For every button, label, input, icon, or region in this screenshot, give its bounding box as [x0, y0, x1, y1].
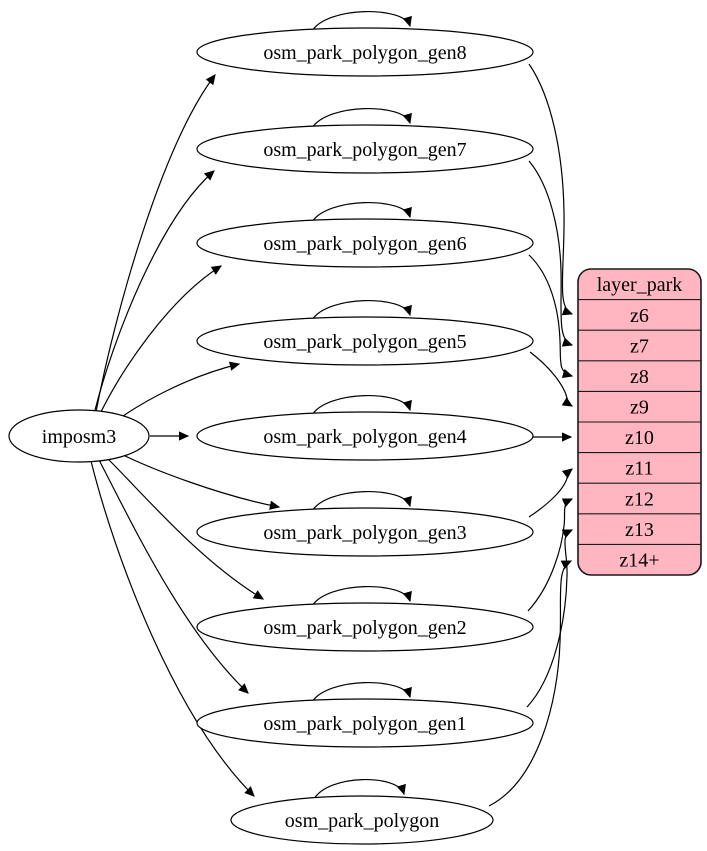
gen8-label: osm_park_polygon_gen8	[263, 42, 466, 64]
edge-gen3-z11	[528, 468, 573, 518]
edge-group	[90, 11, 574, 807]
gen6-ellipse	[196, 218, 534, 268]
row-z7: z7	[630, 336, 649, 358]
node-imposm3: imposm3	[8, 409, 150, 463]
node-osm-park-polygon: osm_park_polygon	[230, 795, 494, 845]
edge-gen3-self-loop	[311, 491, 412, 512]
gen2-label: osm_park_polygon_gen2	[263, 617, 466, 639]
edge-gen6-z8	[528, 254, 574, 379]
edge-imposm3-gen8	[95, 74, 216, 413]
edge-polygon-self-loop	[313, 778, 406, 800]
node-osm-park-polygon-gen7: osm_park_polygon_gen7	[196, 124, 534, 174]
gen1-label: osm_park_polygon_gen1	[263, 713, 466, 735]
row-z12: z12	[625, 489, 654, 511]
node-osm-park-polygon-gen4: osm_park_polygon_gen4	[196, 411, 534, 461]
gen7-ellipse	[196, 124, 534, 174]
imposm3-ellipse	[8, 409, 150, 463]
edge-imposm3-gen2	[103, 454, 265, 600]
edge-gen8-self-loop	[311, 11, 412, 32]
gen5-ellipse	[196, 316, 534, 366]
gen3-ellipse	[196, 507, 534, 557]
edge-gen8-z6	[528, 63, 574, 316]
node-osm-park-polygon-gen8: osm_park_polygon_gen8	[196, 27, 534, 77]
edge-gen6-self-loop	[311, 202, 412, 223]
polygon-ellipse	[230, 795, 494, 845]
edge-gen5-z9	[529, 351, 574, 407]
row-z10: z10	[625, 427, 654, 449]
row-z13: z13	[625, 519, 654, 541]
gen1-ellipse	[196, 698, 534, 748]
layer-park-title: layer_park	[597, 274, 683, 296]
imposm3-label: imposm3	[42, 426, 116, 448]
gen8-ellipse	[196, 27, 534, 77]
gen4-ellipse	[196, 411, 534, 461]
gen3-label: osm_park_polygon_gen3	[263, 522, 466, 544]
node-osm-park-polygon-gen1: osm_park_polygon_gen1	[196, 698, 534, 748]
edge-imposm3-polygon	[90, 460, 255, 797]
edge-gen4-self-loop	[311, 395, 412, 416]
row-z8: z8	[630, 366, 649, 388]
node-osm-park-polygon-gen6: osm_park_polygon_gen6	[196, 218, 534, 268]
edge-gen1-self-loop	[311, 682, 412, 703]
row-z9: z9	[630, 397, 649, 419]
gen5-label: osm_park_polygon_gen5	[263, 331, 466, 353]
edge-polygon-z14plus	[488, 560, 573, 807]
edge-gen2-z12	[527, 498, 574, 612]
gen4-label: osm_park_polygon_gen4	[263, 426, 466, 448]
edge-gen2-self-loop	[311, 586, 412, 607]
row-z14plus: z14+	[619, 550, 659, 572]
edge-imposm3-gen1	[97, 457, 249, 694]
edge-imposm3-gen6	[97, 265, 223, 419]
row-z11: z11	[625, 458, 653, 480]
edge-imposm3-gen7	[93, 170, 215, 415]
node-osm-park-polygon-gen3: osm_park_polygon_gen3	[196, 507, 534, 557]
edge-gen7-self-loop	[311, 108, 412, 129]
row-z6: z6	[630, 305, 649, 327]
edge-imposm3-gen5	[108, 361, 241, 427]
edge-gen1-z13	[526, 529, 574, 708]
gen6-label: osm_park_polygon_gen6	[263, 233, 466, 255]
edge-gen7-z7	[528, 160, 574, 347]
polygon-label: osm_park_polygon	[285, 810, 439, 832]
gen2-ellipse	[196, 602, 534, 652]
node-layer-park: layer_park z6 z7 z8 z9 z10 z11 z12 z13 z…	[577, 268, 702, 576]
edge-gen5-self-loop	[311, 300, 412, 321]
node-osm-park-polygon-gen5: osm_park_polygon_gen5	[196, 316, 534, 366]
edge-imposm3-gen3	[112, 449, 281, 510]
gen7-label: osm_park_polygon_gen7	[263, 139, 466, 161]
node-osm-park-polygon-gen2: osm_park_polygon_gen2	[196, 602, 534, 652]
